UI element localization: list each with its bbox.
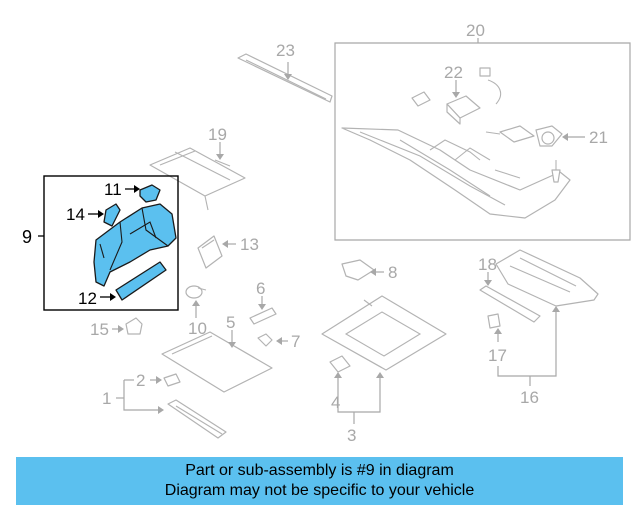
callout-17: 17 [488, 346, 507, 365]
banner-line-1: Part or sub-assembly is #9 in diagram [185, 462, 454, 479]
parts-diagram: 23 20 22 21 19 [22, 21, 631, 445]
callout-12: 12 [78, 289, 97, 308]
part-2-clip [163, 373, 181, 387]
part-18-panel [479, 249, 599, 323]
part-12-panel [115, 261, 167, 301]
part-5-floor-panel [161, 331, 273, 393]
info-banner: Part or sub-assembly is #9 in diagram Di… [16, 457, 623, 505]
part-8-bracket [341, 259, 375, 281]
callout-19: 19 [208, 125, 227, 144]
part-6-strip [249, 307, 277, 325]
part-21-actuator [485, 125, 563, 183]
part-4-clip [329, 355, 351, 373]
part-22-module [411, 67, 502, 125]
part-13-panel [197, 235, 223, 269]
callout-23: 23 [276, 41, 295, 60]
callout-6: 6 [256, 279, 265, 298]
callout-22: 22 [444, 63, 463, 82]
part-17-clip [487, 313, 501, 329]
banner-line-2: Diagram may not be specific to your vehi… [164, 482, 475, 499]
callout-21: 21 [589, 128, 608, 147]
part-9-side-trim [93, 203, 177, 287]
callout-15: 15 [90, 320, 109, 339]
part-10-clip [185, 285, 207, 299]
callout-18: 18 [478, 255, 497, 274]
callout-7: 7 [291, 332, 300, 351]
part-9-group-box [43, 175, 179, 311]
callout-10: 10 [188, 319, 207, 338]
part-1-sill [167, 399, 227, 439]
callout-11: 11 [104, 180, 122, 199]
callout-14: 14 [66, 205, 85, 224]
part-11-bracket [139, 184, 161, 203]
callout-16: 16 [520, 388, 539, 407]
callout-20: 20 [466, 21, 485, 40]
part-23-strip [237, 53, 333, 103]
callout-2: 2 [136, 371, 145, 390]
part-7-clip [257, 333, 273, 347]
callout-13: 13 [240, 235, 259, 254]
callout-1: 1 [102, 389, 111, 408]
part-19-frame [149, 147, 246, 211]
part-3-floor-cover [321, 295, 447, 371]
part-20-trim [341, 127, 571, 219]
callout-4: 4 [331, 393, 340, 412]
part-14-cover [103, 203, 121, 227]
callout-8: 8 [388, 263, 397, 282]
part-20-bracket [334, 42, 631, 241]
callout-3: 3 [347, 426, 356, 445]
callout-9: 9 [22, 227, 32, 247]
part-15-fastener [125, 317, 143, 335]
callout-5: 5 [226, 313, 235, 332]
